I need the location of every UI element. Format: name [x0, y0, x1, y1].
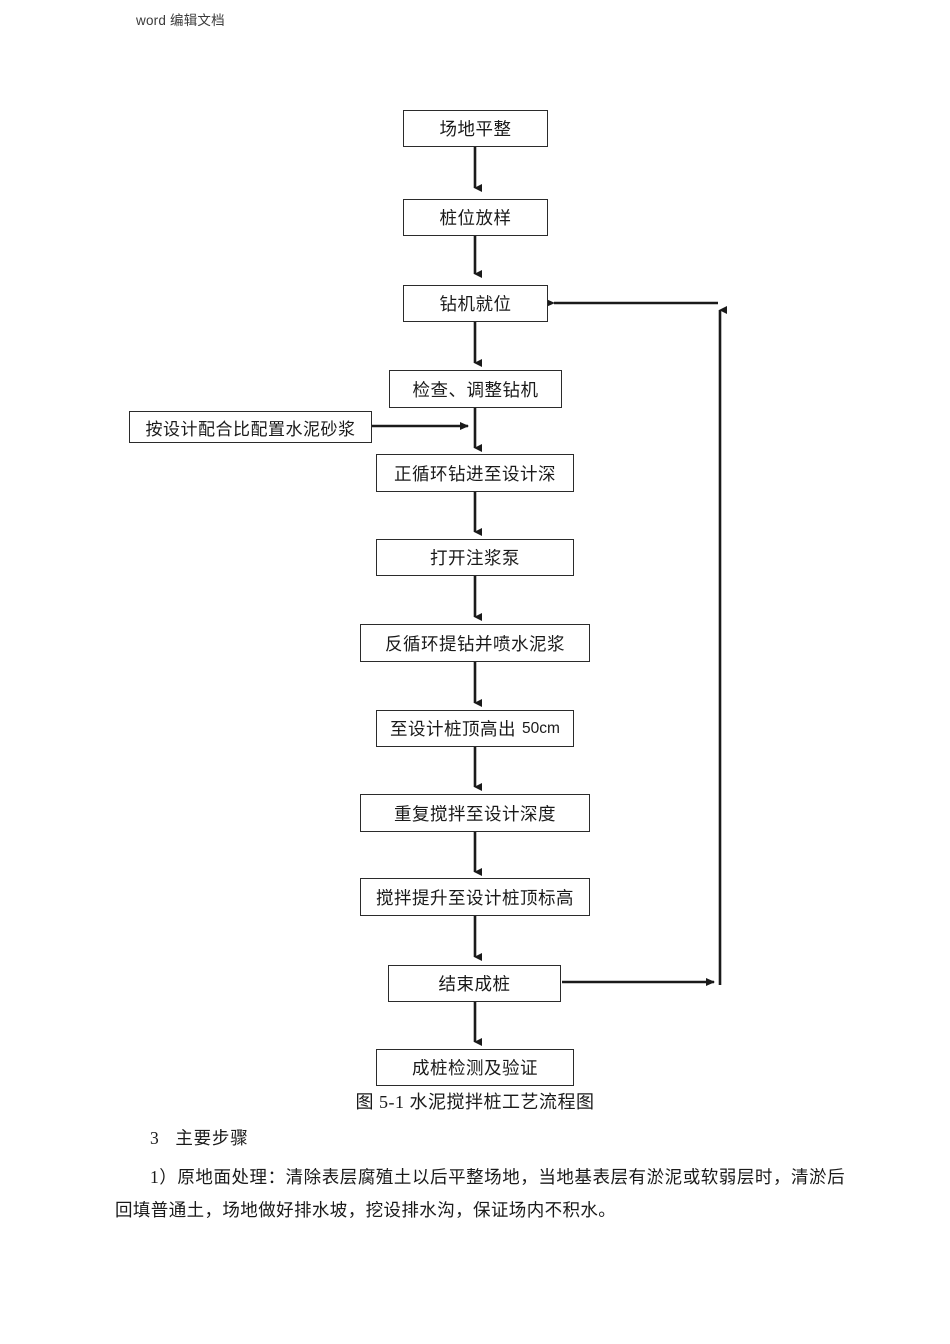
flow-node-pile-setting-out: 桩位放样 — [403, 199, 548, 236]
flow-node-repeat-mixing: 重复搅拌至设计深度 — [360, 794, 590, 832]
flow-node-label: 按设计配合比配置水泥砂浆 — [145, 419, 356, 439]
flowchart-connectors — [371, 147, 727, 1046]
flow-node-forward-circulation-drilling: 正循环钻进至设计深 — [376, 454, 574, 492]
flow-node-site-leveling: 场地平整 — [403, 110, 548, 147]
flow-node-label: 反循环提钻并喷水泥浆 — [385, 633, 565, 654]
section-number: 3 — [150, 1128, 160, 1148]
flow-node-rig-positioning: 钻机就位 — [403, 285, 548, 322]
flow-node-mix-lift-to-pile-top: 搅拌提升至设计桩顶标高 — [360, 878, 590, 916]
process-flowchart: 场地平整 桩位放样 钻机就位 检查、调整钻机 按设计配合比配置水泥砂浆 正循环钻… — [129, 110, 727, 1086]
body-paragraph-1: 1）原地面处理：清除表层腐殖土以后平整场地，当地基表层有淤泥或软弱层时，清淤后回… — [115, 1167, 845, 1220]
flow-node-label: 场地平整 — [439, 119, 512, 139]
flow-node-label: 重复搅拌至设计深度 — [394, 803, 556, 824]
flow-node-inspect-adjust-rig: 检查、调整钻机 — [389, 370, 562, 408]
flow-node-label: 钻机就位 — [439, 294, 512, 314]
document-watermark-header: word 编辑文档 — [136, 13, 225, 28]
flow-node-mix-cement-mortar: 按设计配合比配置水泥砂浆 — [129, 411, 372, 443]
flow-node-pile-testing-verification: 成桩检测及验证 — [376, 1049, 574, 1086]
flow-node-label: 至设计桩顶高出 — [390, 719, 517, 739]
flow-node-label: 正循环钻进至设计深 — [394, 463, 556, 484]
body-text-block: 3 主要步骤 1）原地面处理：清除表层腐殖土以后平整场地，当地基表层有淤泥或软弱层… — [115, 1122, 845, 1233]
flow-node-above-design-pile-top: 至设计桩顶高出 50cm — [376, 710, 574, 747]
flow-node-label: 检查、调整钻机 — [412, 379, 539, 400]
figure-caption: 图 5-1 水泥搅拌桩工艺流程图 — [355, 1092, 595, 1112]
flow-node-reverse-circulation-spray: 反循环提钻并喷水泥浆 — [360, 624, 590, 662]
flow-node-label: 搅拌提升至设计桩顶标高 — [376, 887, 574, 908]
flow-node-label-suffix: 50cm — [522, 719, 560, 737]
flow-node-complete-pile: 结束成桩 — [388, 965, 561, 1002]
section-title: 主要步骤 — [175, 1128, 249, 1148]
flow-node-label: 桩位放样 — [439, 208, 512, 228]
flow-node-label: 打开注浆泵 — [430, 548, 520, 568]
section-heading: 3 主要步骤 — [115, 1122, 845, 1155]
flow-node-label: 结束成桩 — [438, 974, 511, 994]
flow-node-label: 成桩检测及验证 — [412, 1058, 538, 1078]
flow-node-start-grout-pump: 打开注浆泵 — [376, 539, 574, 576]
